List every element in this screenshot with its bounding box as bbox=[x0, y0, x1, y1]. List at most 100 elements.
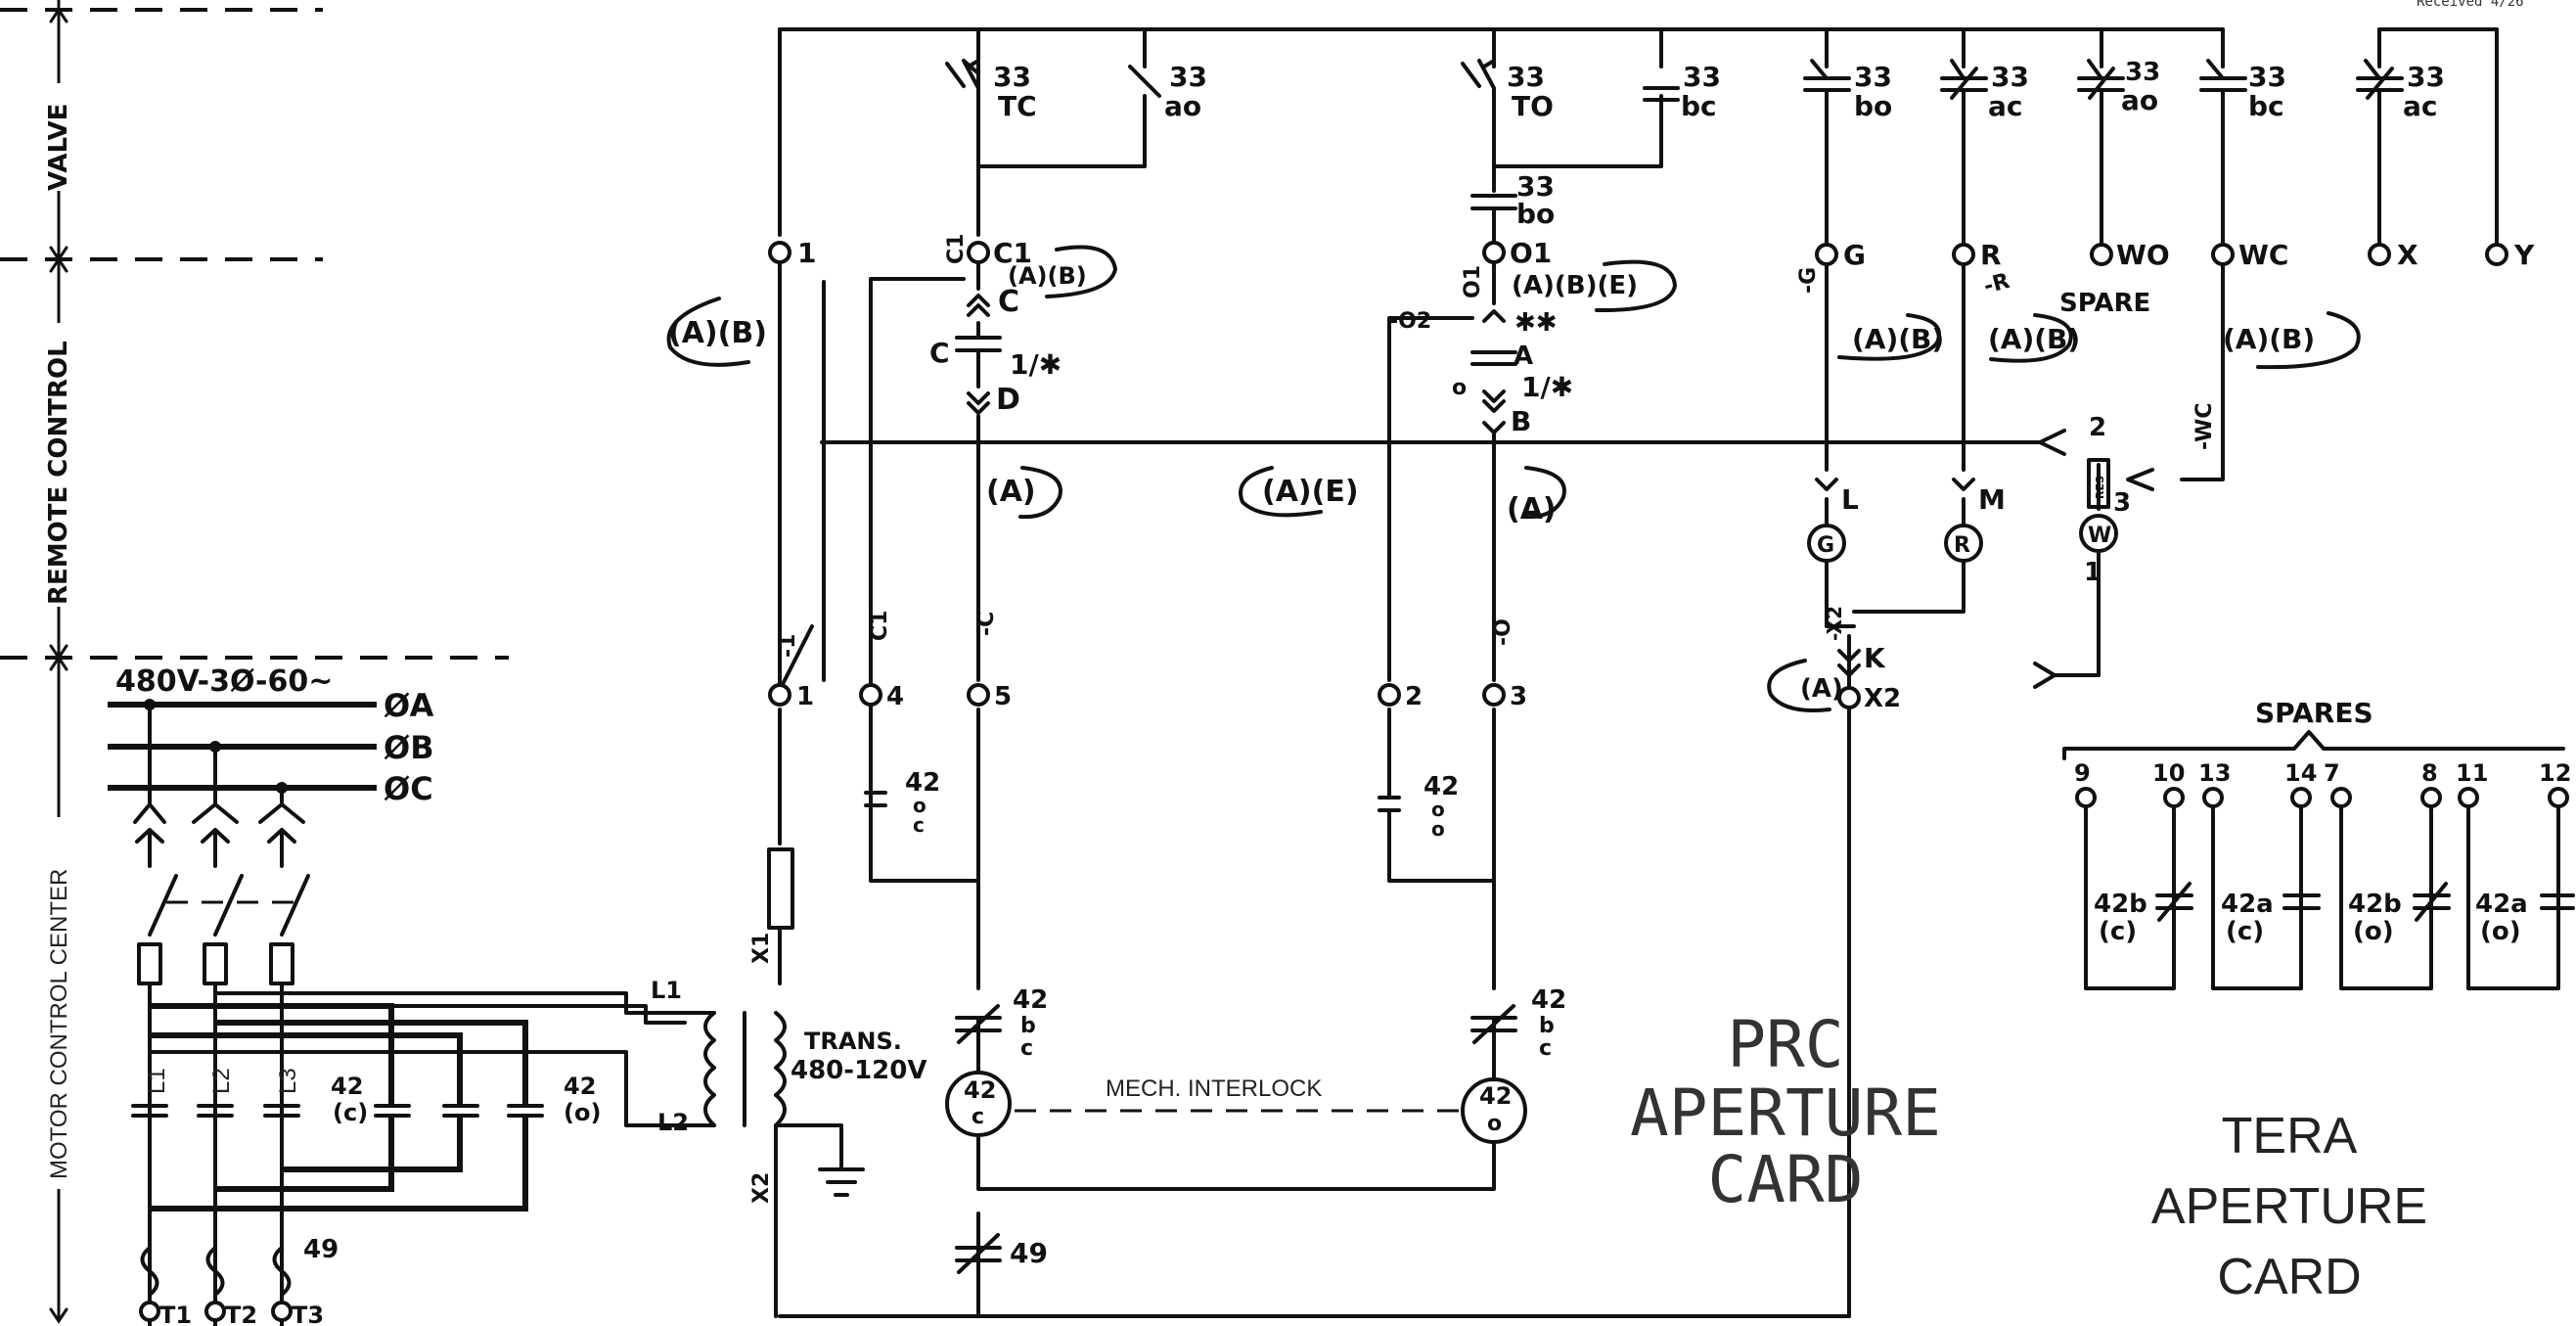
close-coil bbox=[945, 1071, 1012, 1137]
spares-title: SPARES bbox=[2255, 697, 2373, 729]
note-ab-c1: (A)(B) bbox=[1008, 262, 1087, 290]
spare-term-13: 13 bbox=[2198, 759, 2231, 787]
wire-wc: -WC bbox=[2192, 402, 2217, 450]
ls-3-num: 33 bbox=[1507, 61, 1545, 93]
motor-control-center-label: MOTOR CONTROL CENTER bbox=[46, 869, 72, 1179]
note-a-open: (A) bbox=[1507, 492, 1557, 526]
spare-contact-2-sub: (c) bbox=[2226, 917, 2264, 946]
capacitor-c-label: C bbox=[929, 337, 950, 369]
ls-1-num: 33 bbox=[993, 61, 1031, 93]
terminal-x-label: X bbox=[2397, 239, 2418, 271]
note-ae: (A)(E) bbox=[1262, 475, 1359, 509]
terminal-c1 bbox=[967, 241, 990, 264]
prc-stamp-line3: CARD bbox=[1708, 1142, 1864, 1217]
lamp-w-label: W bbox=[2088, 524, 2111, 548]
mech-interlock-label: MECH. INTERLOCK bbox=[1106, 1075, 1322, 1102]
lamp-g-label: G bbox=[1817, 533, 1834, 558]
terminal-y-label: Y bbox=[2513, 239, 2535, 271]
tera-stamp: TERA APERTURE CARD bbox=[2151, 1108, 2427, 1305]
connector-a: A bbox=[1514, 342, 1533, 371]
wire-c1-top: C1 bbox=[944, 234, 969, 264]
ls-10-num: 33 bbox=[2407, 61, 2445, 93]
supply-rating: 480V-3Ø-60~ bbox=[115, 664, 333, 699]
connector-b: B bbox=[1511, 405, 1531, 437]
t3-label: T3 bbox=[292, 1302, 324, 1326]
spare-contact-2-label: 42a bbox=[2221, 890, 2274, 919]
contactor-coils: 42 c 42 o 42 b c 42 b c 42 o c 42 o o 49 bbox=[905, 768, 1566, 1269]
open-coil-sub: o bbox=[1487, 1112, 1502, 1136]
note-ab-r: (A)(B) bbox=[1988, 323, 2080, 355]
ls-1-sub: TC bbox=[998, 90, 1037, 122]
power-supply: 480V-3Ø-60~ ØA ØB ØC L1 L2 L3 42 bbox=[108, 664, 716, 1326]
prc-stamp-line1: PRC bbox=[1727, 1007, 1843, 1082]
wire-c: -C bbox=[974, 612, 999, 636]
ls-9-num: 33 bbox=[2248, 61, 2286, 93]
seal-o-sub1: o bbox=[1431, 798, 1445, 821]
ls-4-sub: bc bbox=[1681, 90, 1717, 122]
ls-8-num: 33 bbox=[2125, 58, 2160, 87]
note-ab-g: (A)(B) bbox=[1852, 323, 1944, 355]
remote-control-label: REMOTE CONTROL bbox=[44, 341, 73, 605]
t2-label: T2 bbox=[225, 1302, 257, 1326]
transformer-rating: 480-120V bbox=[791, 1056, 926, 1085]
terminal-c1-label: C1 bbox=[993, 237, 1032, 269]
limit-switch-labels: 33 TC 33 ao 33 TO 33 bc 33 bo 33 bo 33 a… bbox=[993, 58, 2445, 230]
terminal-g-label: G bbox=[1843, 239, 1866, 271]
ls-3-sub: TO bbox=[1512, 90, 1554, 122]
spare-contact-3-label: 42b bbox=[2348, 890, 2402, 919]
wire-o2: -O2 bbox=[1389, 309, 1431, 334]
aux-close-sub2: c bbox=[1020, 1036, 1033, 1061]
green-lamp-icon bbox=[1807, 524, 1846, 563]
capacitor-c-rating: 1/✱ bbox=[1010, 348, 1062, 381]
wire-g: -G bbox=[1796, 267, 1821, 294]
side-band: VALVE REMOTE CONTROL MOTOR CONTROL CENTE… bbox=[0, 0, 509, 1324]
wire-c1: C1 bbox=[868, 611, 892, 641]
seal-o-num: 42 bbox=[1424, 772, 1459, 801]
terminal-o1 bbox=[1482, 241, 1506, 264]
control-circuit: MECH. INTERLOCK bbox=[767, 27, 2499, 1318]
terminal-1-bottom bbox=[768, 683, 791, 707]
ls-2-sub: ao bbox=[1164, 90, 1201, 122]
ls-6-num: 33 bbox=[1854, 61, 1892, 93]
spare-term-7: 7 bbox=[2324, 759, 2340, 787]
spare-contact-4-sub: (o) bbox=[2480, 917, 2521, 946]
t1-label: T1 bbox=[159, 1302, 192, 1326]
connector-k: K bbox=[1864, 642, 1886, 674]
ls-9-sub: bc bbox=[2248, 90, 2284, 122]
seal-c-num: 42 bbox=[905, 768, 940, 798]
phase-c-label: ØC bbox=[384, 770, 433, 807]
wire-r: -R bbox=[1981, 269, 2012, 299]
transformer-label: TRANS. bbox=[804, 1028, 902, 1055]
wire-o1: O1 bbox=[1461, 265, 1485, 298]
terminal-wc-label: WC bbox=[2238, 239, 2288, 271]
spare-label: SPARE bbox=[2059, 289, 2150, 318]
phase-a-label: ØA bbox=[384, 687, 434, 724]
x2-label: X2 bbox=[749, 1172, 774, 1204]
capacitor-o-rating: 1/✱ bbox=[1521, 371, 1573, 403]
seal-c-sub1: o bbox=[913, 794, 926, 817]
connector-c: C bbox=[998, 285, 1019, 319]
close-coil-num: 42 bbox=[964, 1076, 996, 1104]
terminal-labels: 1 C1 O1 G R WO WC X Y 1 4 5 2 3 X2 bbox=[796, 237, 2535, 713]
ls-10-sub: ac bbox=[2403, 90, 2438, 122]
terminal-5-label: 5 bbox=[994, 682, 1012, 711]
indicating-lamps: G R RES W bbox=[1807, 458, 2118, 563]
ls-8-sub: ao bbox=[2121, 84, 2158, 116]
terminal-y bbox=[2485, 243, 2508, 266]
white-lamp-icon bbox=[2079, 514, 2118, 553]
wire-labels: -1 C1 C1 -C O1 -O -O2 -G -R -WC -X2 bbox=[776, 234, 2217, 658]
aux-close-num: 42 bbox=[1013, 985, 1048, 1015]
connector-3: 3 bbox=[2113, 488, 2131, 518]
note-a-close: (A) bbox=[986, 475, 1036, 509]
tera-stamp-line3: CARD bbox=[2217, 1249, 2361, 1305]
open-coil-num: 42 bbox=[1479, 1082, 1512, 1110]
terminal-wo-label: WO bbox=[2116, 239, 2170, 271]
aux-open-sub2: c bbox=[1539, 1036, 1552, 1061]
circled-notes: (A)(B) (A)(B) (A)(B)(E) (A) (A)(E) (A) (… bbox=[666, 245, 2361, 712]
connector-2: 2 bbox=[2089, 413, 2106, 442]
overload-contact-label: 49 bbox=[1010, 1237, 1048, 1269]
tera-stamp-line2: APERTURE bbox=[2151, 1178, 2427, 1235]
ls-4-num: 33 bbox=[1683, 61, 1721, 93]
aux-open-num: 42 bbox=[1531, 985, 1566, 1015]
